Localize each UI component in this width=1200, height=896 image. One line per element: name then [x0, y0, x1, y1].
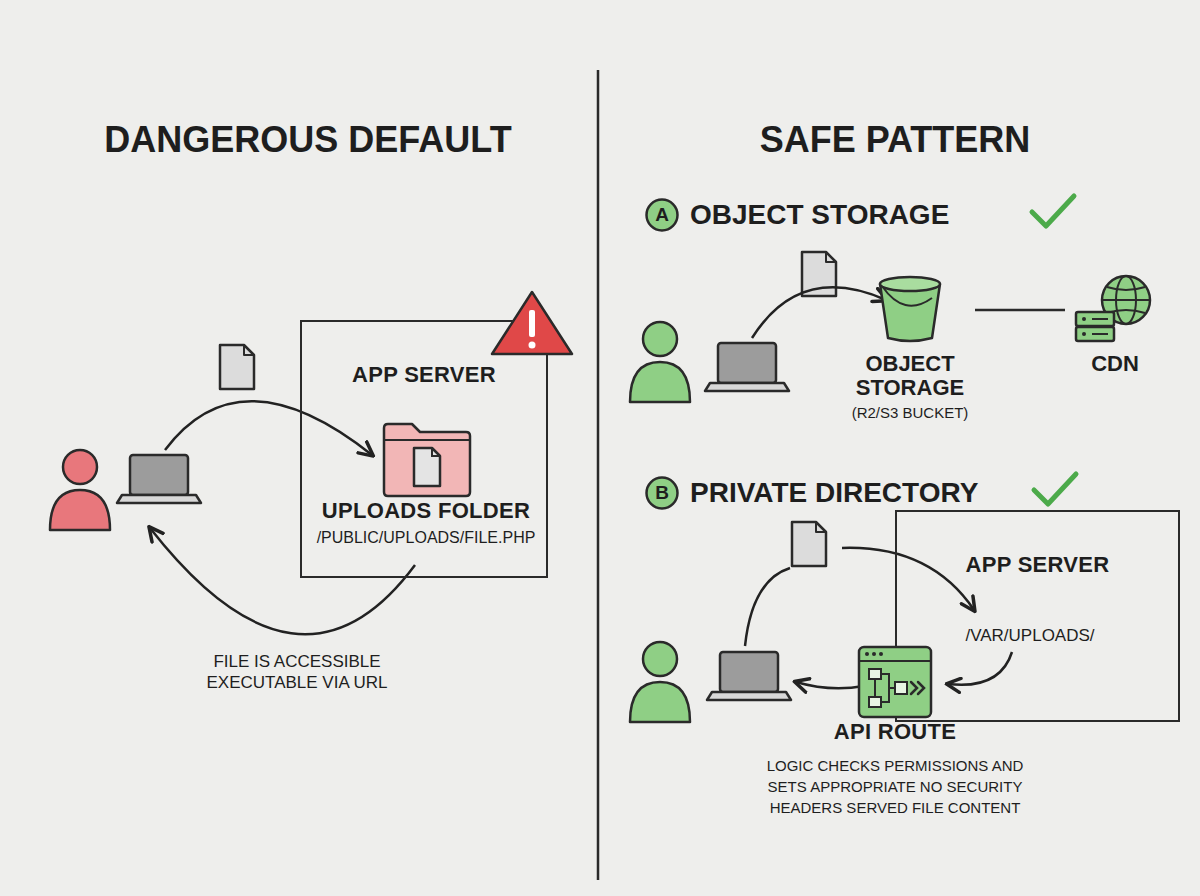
api-route-node: API ROUTE LOGIC CHECKS PERMISSIONS AND SE…: [760, 645, 1030, 818]
step-badge: A: [645, 198, 679, 232]
cdn-icon-part: [1092, 319, 1108, 334]
step-badge: B: [645, 476, 679, 510]
api-window-icon-part: [869, 669, 881, 679]
warning-sign-part: [529, 310, 535, 337]
user-laptop: [707, 652, 791, 700]
bucket-icon-part: [880, 277, 940, 291]
cdn-icon-part: [1082, 317, 1086, 321]
warning-sign-part: [529, 342, 536, 349]
api-window-icon-part: [875, 674, 895, 702]
cdn-icon: [1070, 272, 1160, 344]
node-title: B: [655, 483, 669, 503]
user-person: [630, 642, 690, 722]
node-text: (R2/S3 BUCKET): [852, 403, 969, 423]
user-person: [50, 450, 110, 530]
server-box: APP SERVER: [895, 510, 1180, 722]
node-title: APP SERVER: [352, 362, 496, 388]
check-mark: [1032, 196, 1074, 226]
folder-icon-part: [414, 448, 440, 486]
upload-arrow: [165, 401, 372, 455]
folder-icon-part: [384, 424, 470, 496]
divider-line: [597, 70, 600, 880]
upload-file: [792, 522, 826, 566]
bucket-icon-part: [882, 286, 932, 306]
upload-arrow: [752, 287, 886, 338]
folder-icon: [380, 420, 472, 498]
node-title: UPLOADS FOLDER: [322, 498, 530, 524]
connector-line: [975, 309, 1065, 312]
label-circle-part: [647, 200, 678, 231]
node-title: API ROUTE: [834, 719, 957, 745]
label-circle-part: [647, 478, 678, 509]
folder-icon-part: [384, 439, 470, 441]
warning-sign: [492, 292, 572, 354]
api-window-icon-part: [911, 682, 924, 694]
cdn-node: CDN: [1065, 272, 1165, 376]
api-window-icon-part: [865, 652, 869, 656]
warning-sign-part: [492, 292, 572, 354]
read-arrow: [948, 652, 1012, 685]
folder-icon-part: [432, 448, 440, 456]
path-text: /VAR/UPLOADS/: [930, 625, 1130, 646]
note-text: FILE IS ACCESSIBLE EXECUTABLE VIA URL: [182, 651, 412, 693]
cdn-icon-part: [1082, 332, 1086, 336]
node-title: APP SERVER: [965, 552, 1109, 578]
node-title: A: [655, 205, 669, 225]
api-window-icon-part: [859, 647, 931, 717]
section-heading: DANGEROUS DEFAULT: [48, 119, 568, 161]
user-laptop: [117, 455, 201, 503]
store-arrow: [842, 548, 974, 610]
node-text: LOGIC CHECKS PERMISSIONS AND SETS APPROP…: [760, 755, 1030, 818]
api-window-icon-part: [872, 652, 876, 656]
upload-file: [220, 345, 254, 389]
node-text: /PUBLIC/UPLOADS/FILE.PHP: [317, 528, 536, 548]
bucket-node: OBJECT STORAGE (R2/S3 BUCKET): [845, 272, 975, 423]
bucket-icon: [874, 272, 946, 344]
option-heading: PRIVATE DIRECTORY: [690, 476, 1030, 510]
check-mark: [1034, 474, 1076, 504]
user-person: [630, 322, 690, 402]
section-heading: SAFE PATTERN: [635, 119, 1155, 161]
user-laptop: [705, 343, 789, 391]
node-title: CDN: [1091, 352, 1139, 376]
api-window-icon-part: [859, 660, 931, 662]
cdn-icon-part: [1102, 287, 1150, 313]
folder-node: UPLOADS FOLDER/PUBLIC/UPLOADS/FILE.PHP: [311, 420, 541, 548]
bucket-icon-part: [880, 284, 940, 341]
api-window-icon: [857, 645, 933, 719]
option-heading: OBJECT STORAGE: [690, 198, 1030, 232]
upload-line: [745, 568, 790, 646]
api-window-icon-part: [879, 652, 883, 656]
api-window-icon-part: [895, 682, 907, 694]
server-box: APP SERVER UPLOADS FOLDER/PUBLIC/UPLOADS/…: [300, 320, 548, 578]
serve-arrow: [796, 682, 864, 688]
node-title: OBJECT STORAGE: [845, 352, 975, 400]
api-window-icon-part: [869, 697, 881, 707]
